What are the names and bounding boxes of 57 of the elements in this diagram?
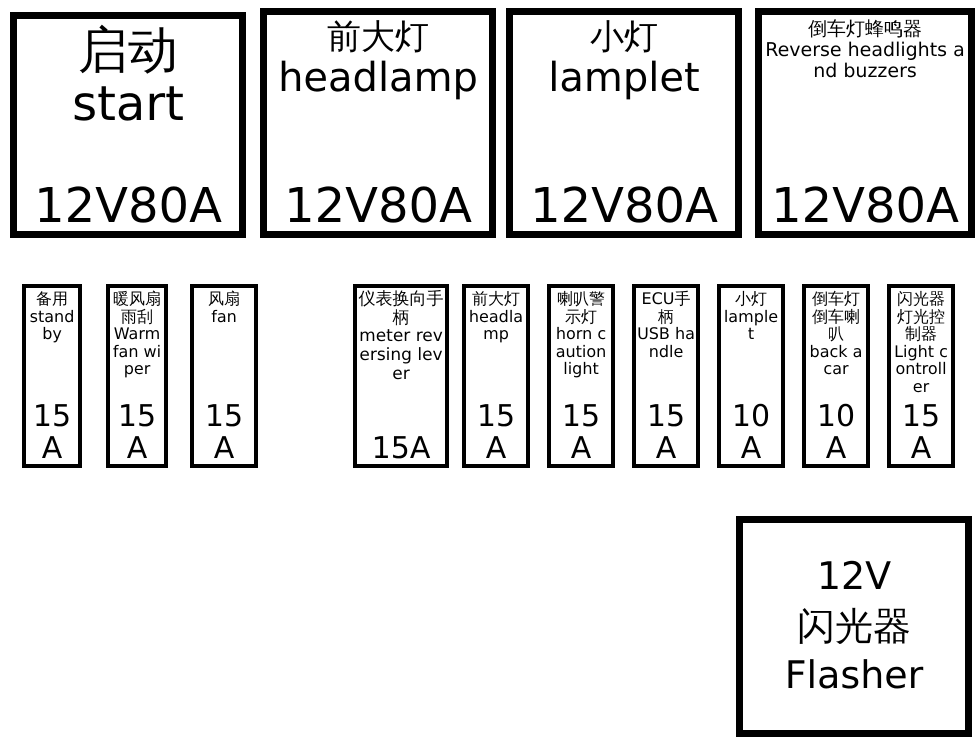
fuse-label: Warm fan wiper [112,325,162,378]
fuse-box [717,284,785,468]
rating-label: 15A [900,401,942,464]
rating-label: 10A [730,401,772,464]
fuse-label: meter reversing lever [358,327,444,384]
fuse-box [22,284,82,468]
fuse-label: lamplet [722,308,780,343]
fuse-label: 小灯 [735,290,767,308]
relay-box [755,8,975,238]
rating-label: 12V80A [771,180,959,231]
rating-label: 15A [372,432,430,464]
fuse-box [547,284,615,468]
fuse-label: Light controller [893,342,949,396]
fuse-box [190,284,258,468]
fuse-box [632,284,700,468]
rating-label: 15A [32,401,72,464]
fuse-label: 闪光器灯光控制器 [896,290,946,343]
relay-box [506,8,742,238]
fuse-label: 备用 [36,290,68,308]
fuse-box [802,284,870,468]
rating-label: 15A [476,401,516,464]
rating-label: 12V80A [34,180,222,231]
fuse-label: 启动 [78,23,178,78]
relay-box [260,8,496,238]
fuse-label: 风扇 [208,290,240,308]
fuse-label: Flasher [784,655,924,698]
fuse-label: 前大灯 [472,290,520,308]
fuse-label: start [72,78,184,131]
fuse-label: horn caution light [554,325,608,378]
fuse-box [353,284,449,468]
rating-label: 15A [560,401,602,464]
fuse-label: 小灯 [590,19,658,56]
fuse-label: fan [211,308,237,326]
fuse-label: 闪光器 [797,606,911,648]
fuse-label: 倒车灯蜂鸣器 [808,19,922,40]
rating-label: 15A [204,401,244,464]
relay-box [10,12,246,238]
fuse-label: lamplet [548,56,700,100]
fuse-label: 暖风扇雨刮 [112,290,162,326]
fuse-label: headlamp [278,56,478,100]
fuse-label: headlamp [468,308,524,343]
rating-label: 15A [646,401,686,464]
rating-label: 12V80A [530,180,718,231]
rating-label: 15A [116,401,158,464]
fuse-label: ECU手柄 [640,290,692,326]
fuse-box [106,284,168,468]
flasher-box [736,516,972,737]
fuse-label: 前大灯 [327,19,429,56]
fuse-label: 12V [816,556,892,598]
fuse-label: USB handle [637,325,695,360]
fuse-label: Reverse headlights and buzzers [764,40,966,82]
fuse-box [462,284,530,468]
fuse-box [887,284,955,468]
fuse-label: standby [28,308,76,343]
fuse-label: back a car [808,342,864,378]
rating-label: 10A [816,401,856,464]
rating-label: 12V80A [284,180,472,231]
